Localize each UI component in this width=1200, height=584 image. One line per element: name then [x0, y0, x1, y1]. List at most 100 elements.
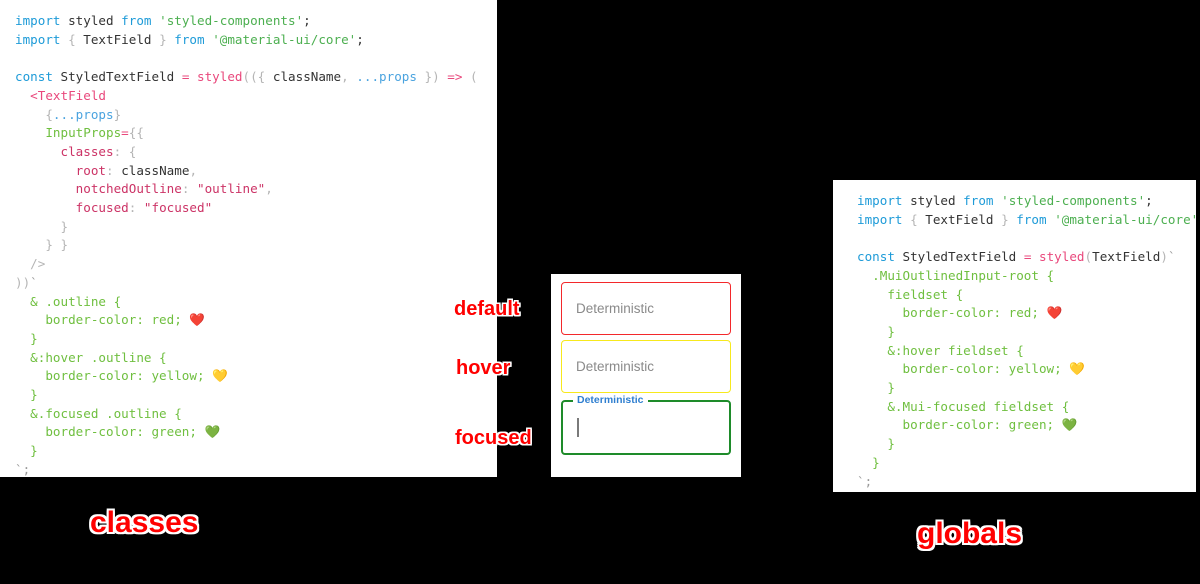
code-token-kw: from	[121, 13, 152, 28]
code-token-plain	[15, 88, 30, 103]
code-token-plain: ;	[1145, 193, 1153, 208]
code-token-punc: })	[416, 69, 448, 85]
code-token-css: }	[857, 323, 895, 339]
code-token-tick: `;	[15, 461, 31, 477]
textfield-focused[interactable]: Deterministic	[561, 394, 731, 455]
code-token-plain: className	[272, 69, 342, 85]
code-token-emoji: 💛	[1069, 361, 1085, 377]
code-token-plain	[15, 200, 76, 215]
code-token-var: ...props	[52, 106, 114, 122]
code-token-plain: TextField	[83, 31, 152, 47]
code-token-op: =	[1023, 249, 1032, 265]
code-token-css: border-color: red;	[15, 312, 190, 328]
code-token-plain: StyledTextField	[52, 69, 182, 85]
code-token-punc: ,	[265, 181, 273, 197]
code-token-punc: />	[15, 256, 46, 272]
code-token-kw: import	[857, 193, 903, 208]
code-token-plain: ;	[303, 13, 311, 28]
code-token-css: &:hover .outline {	[15, 349, 167, 365]
textfield-focused-floating-label: Deterministic	[573, 394, 648, 406]
code-token-prop: classes	[60, 143, 114, 159]
code-token-punc: (	[462, 69, 478, 85]
code-token-str: 'styled-components'	[159, 13, 304, 28]
code-token-css: border-color: red;	[857, 305, 1047, 321]
text-cursor-icon	[577, 418, 579, 437]
code-token-plain	[15, 181, 76, 196]
code-token-plain	[15, 163, 76, 178]
code-token-tick: `;	[857, 473, 873, 489]
code-token-punc: ,	[341, 69, 357, 85]
code-token-str: '@material-ui/core'	[1054, 211, 1196, 227]
caption-globals: globals	[917, 517, 1023, 550]
code-token-plain	[152, 13, 160, 28]
textfield-hover[interactable]: Deterministic	[561, 340, 731, 393]
code-token-str: '@material-ui/core'	[212, 31, 357, 47]
code-token-plain	[189, 69, 197, 84]
code-token-punc: }	[151, 31, 175, 47]
code-token-plain: className	[121, 162, 190, 178]
code-token-emoji: ❤️	[1046, 305, 1063, 321]
code-block-globals: import styled from 'styled-components'; …	[857, 192, 1196, 491]
code-token-tick: `	[1167, 249, 1176, 265]
code-token-pstr: "outline"	[197, 181, 266, 197]
state-label-hover: hover	[456, 357, 511, 379]
code-token-punc: }	[993, 211, 1017, 227]
code-token-kw: from	[963, 193, 994, 208]
code-token-prop: focused	[75, 200, 129, 216]
code-token-plain: styled	[60, 13, 122, 28]
code-token-punc: }	[113, 106, 122, 122]
code-token-plain	[994, 193, 1002, 208]
code-token-prop: notchedOutline	[75, 181, 182, 197]
code-token-attr: InputProps	[45, 125, 122, 141]
textfield-default[interactable]: Deterministic	[561, 282, 731, 335]
code-token-kw: const	[15, 69, 53, 85]
code-token-pstr: "focused"	[143, 200, 213, 216]
code-token-punc: : {	[113, 143, 137, 159]
code-token-plain	[15, 125, 45, 140]
code-token-op: =	[121, 125, 129, 141]
code-token-css: border-color: green;	[857, 417, 1062, 433]
code-token-emoji: 💚	[1061, 417, 1078, 433]
code-token-kw: import	[15, 31, 61, 47]
code-token-kw: import	[15, 13, 61, 28]
code-token-kw: from	[174, 31, 205, 47]
code-token-css: &.focused .outline {	[15, 405, 182, 421]
code-token-css: }	[857, 436, 895, 452]
code-token-op: =	[181, 69, 190, 85]
code-token-plain	[15, 144, 61, 159]
state-label-focused: focused	[455, 427, 532, 449]
code-token-emoji: 💚	[204, 424, 221, 440]
code-token-punc: :	[128, 200, 144, 216]
code-token-kw: import	[857, 211, 903, 227]
code-panel-classes: import styled from 'styled-components'; …	[0, 0, 497, 477]
code-token-punc: :	[181, 181, 197, 197]
code-token-emoji: ❤️	[189, 312, 206, 328]
code-token-fn: styled	[1039, 249, 1085, 265]
code-token-str: 'styled-components'	[1001, 193, 1146, 208]
code-token-plain: TextField	[925, 211, 994, 227]
code-token-kw: const	[857, 249, 895, 265]
code-token-punc: {	[15, 106, 53, 122]
code-token-css: &.Mui-focused fieldset {	[857, 398, 1070, 414]
code-token-plain	[1031, 249, 1039, 264]
state-label-default: default	[454, 298, 520, 320]
code-token-fn: <TextField	[30, 87, 106, 103]
code-token-css: border-color: green;	[15, 424, 205, 440]
textfield-hover-placeholder: Deterministic	[576, 359, 655, 374]
code-token-punc: {	[60, 31, 84, 47]
code-token-punc: {	[902, 211, 926, 227]
code-panel-globals: import styled from 'styled-components'; …	[833, 180, 1196, 492]
code-token-prop: root	[75, 162, 107, 178]
code-token-punc: (({	[242, 69, 273, 85]
code-block-classes: import styled from 'styled-components'; …	[15, 12, 497, 477]
caption-classes: classes	[90, 506, 199, 539]
code-token-plain: TextField	[1092, 249, 1161, 265]
code-token-css: & .outline {	[15, 293, 122, 309]
code-token-punc: }	[15, 218, 69, 234]
code-token-op: =>	[447, 69, 463, 85]
code-token-tick: `	[30, 274, 38, 290]
code-token-fn: styled	[197, 69, 243, 85]
code-token-punc: ,	[189, 162, 198, 178]
code-token-punc: ))	[15, 274, 31, 290]
code-token-plain: styled	[902, 193, 964, 208]
